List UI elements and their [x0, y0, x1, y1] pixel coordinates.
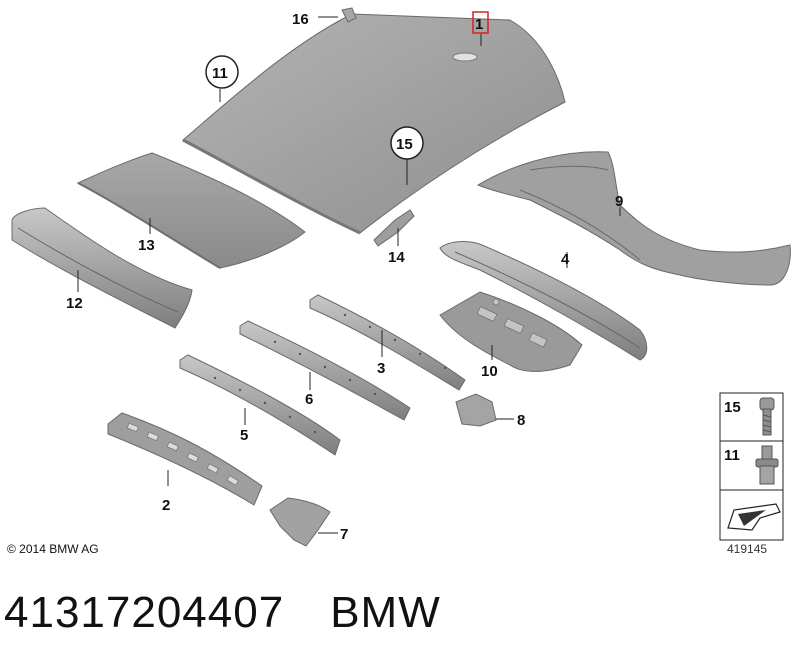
svg-text:5: 5 — [240, 427, 248, 444]
svg-text:3: 3 — [377, 360, 385, 377]
svg-text:9: 9 — [615, 193, 623, 210]
svg-text:6: 6 — [305, 391, 313, 408]
bolt-icon — [759, 397, 775, 436]
svg-text:16: 16 — [292, 11, 309, 28]
arrow-symbol-icon — [727, 503, 781, 531]
part-number: 41317204407 — [4, 588, 285, 637]
callout-14[interactable]: 14 — [388, 249, 405, 266]
leader-lines — [77, 16, 621, 534]
callout-13[interactable]: 13 — [138, 237, 155, 254]
rear-roof-frame[interactable] — [439, 241, 648, 361]
svg-text:2: 2 — [162, 497, 170, 514]
svg-text:7: 7 — [340, 526, 348, 543]
callout-3[interactable]: 3 — [377, 360, 385, 377]
callout-2[interactable]: 2 — [162, 497, 170, 514]
copyright-text: © 2014 BMW AG — [7, 542, 99, 556]
callout-15[interactable]: 15 — [390, 126, 424, 160]
roof-liner-panel[interactable] — [76, 152, 306, 269]
callout-1[interactable]: 1 — [472, 11, 489, 34]
callout-11[interactable]: 11 — [205, 55, 239, 89]
side-frame-section[interactable] — [476, 151, 791, 286]
legend-number-15: 15 — [724, 399, 741, 416]
svg-text:13: 13 — [138, 237, 155, 254]
callout-8[interactable]: 8 — [517, 412, 525, 429]
callout-7[interactable]: 7 — [340, 526, 348, 543]
callout-9[interactable]: 9 — [615, 193, 623, 210]
callout-12[interactable]: 12 — [66, 295, 83, 312]
fastener-legend: 15 11 — [719, 392, 784, 541]
svg-text:8: 8 — [517, 412, 525, 429]
callout-16[interactable]: 16 — [292, 11, 309, 28]
svg-text:10: 10 — [481, 363, 498, 380]
rear-shelf-panel[interactable] — [439, 291, 583, 372]
diagram-number: 419145 — [727, 542, 768, 556]
roof-bow-5[interactable] — [179, 354, 341, 456]
callout-6[interactable]: 6 — [305, 391, 313, 408]
svg-text:1: 1 — [475, 16, 483, 33]
svg-text:12: 12 — [66, 295, 83, 312]
threaded-stud-icon — [755, 445, 779, 485]
front-roof-frame[interactable] — [11, 207, 193, 329]
bracket-8[interactable] — [455, 393, 497, 427]
callout-4[interactable]: 4 — [561, 251, 570, 268]
part-footer: 41317204407 BMW — [4, 588, 441, 638]
roof-panel[interactable] — [182, 13, 566, 235]
front-cross-member[interactable] — [107, 412, 263, 506]
bracket-7[interactable] — [269, 497, 331, 547]
roof-bow-3[interactable] — [309, 294, 466, 391]
callout-10[interactable]: 10 — [481, 363, 498, 380]
svg-text:14: 14 — [388, 249, 405, 266]
callout-5[interactable]: 5 — [240, 427, 248, 444]
svg-text:15: 15 — [396, 136, 413, 153]
svg-text:4: 4 — [561, 251, 570, 268]
svg-text:11: 11 — [212, 65, 228, 82]
brand-name: BMW — [330, 588, 441, 637]
clip-16[interactable] — [341, 7, 357, 23]
roof-bow-6[interactable] — [239, 320, 411, 421]
legend-number-11: 11 — [724, 447, 740, 464]
roof-bracket-14[interactable] — [373, 209, 415, 247]
